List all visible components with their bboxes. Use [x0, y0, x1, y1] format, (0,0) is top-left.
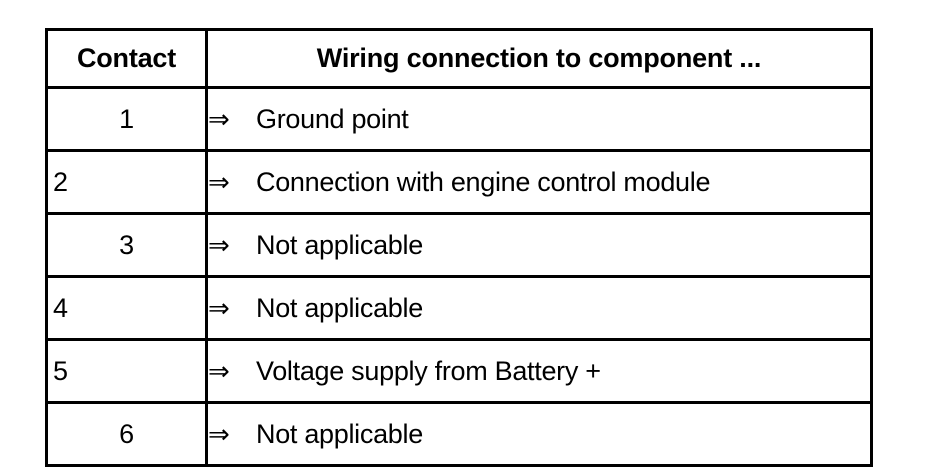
table-row: 4⇒ Not applicable — [45, 275, 873, 341]
double-right-arrow-icon: ⇒ — [208, 418, 230, 449]
double-right-arrow-icon: ⇒ — [208, 355, 230, 386]
cell-wiring-description: ⇒ Not applicable — [205, 275, 873, 341]
cell-contact-number: 5 — [45, 338, 208, 404]
table-header-row: Contact Wiring connection to component .… — [45, 28, 873, 89]
table-row: 1⇒ Ground point — [45, 86, 873, 152]
cell-wiring-description: ⇒ Connection with engine control module — [205, 149, 873, 215]
cell-contact-number: 4 — [45, 275, 208, 341]
wiring-description-text: Connection with engine control module — [256, 166, 711, 197]
cell-wiring-description: ⇒ Not applicable — [205, 401, 873, 467]
wiring-description-text: Not applicable — [256, 418, 423, 449]
column-header-wiring-connection: Wiring connection to component ... — [205, 28, 873, 89]
double-right-arrow-icon: ⇒ — [208, 103, 230, 134]
contact-wiring-table: Contact Wiring connection to component .… — [45, 28, 873, 467]
cell-contact-number: 2 — [45, 149, 208, 215]
wiring-description-text: Not applicable — [256, 229, 423, 260]
cell-wiring-description: ⇒ Ground point — [205, 86, 873, 152]
wiring-description-text: Voltage supply from Battery + — [256, 355, 601, 386]
wiring-description-text: Not applicable — [256, 292, 423, 323]
table-row: 3⇒ Not applicable — [45, 212, 873, 278]
cell-contact-number: 3 — [45, 212, 208, 278]
double-right-arrow-icon: ⇒ — [208, 229, 230, 260]
table-header: Contact Wiring connection to component .… — [45, 28, 873, 89]
double-right-arrow-icon: ⇒ — [208, 166, 230, 197]
cell-contact-number: 1 — [45, 86, 208, 152]
wiring-description-text: Ground point — [256, 103, 409, 134]
table-row: 2⇒ Connection with engine control module — [45, 149, 873, 215]
cell-wiring-description: ⇒ Not applicable — [205, 212, 873, 278]
table-row: 6⇒ Not applicable — [45, 401, 873, 467]
cell-contact-number: 6 — [45, 401, 208, 467]
table-row: 5⇒ Voltage supply from Battery + — [45, 338, 873, 404]
cell-wiring-description: ⇒ Voltage supply from Battery + — [205, 338, 873, 404]
double-right-arrow-icon: ⇒ — [208, 292, 230, 323]
column-header-contact: Contact — [45, 28, 208, 89]
